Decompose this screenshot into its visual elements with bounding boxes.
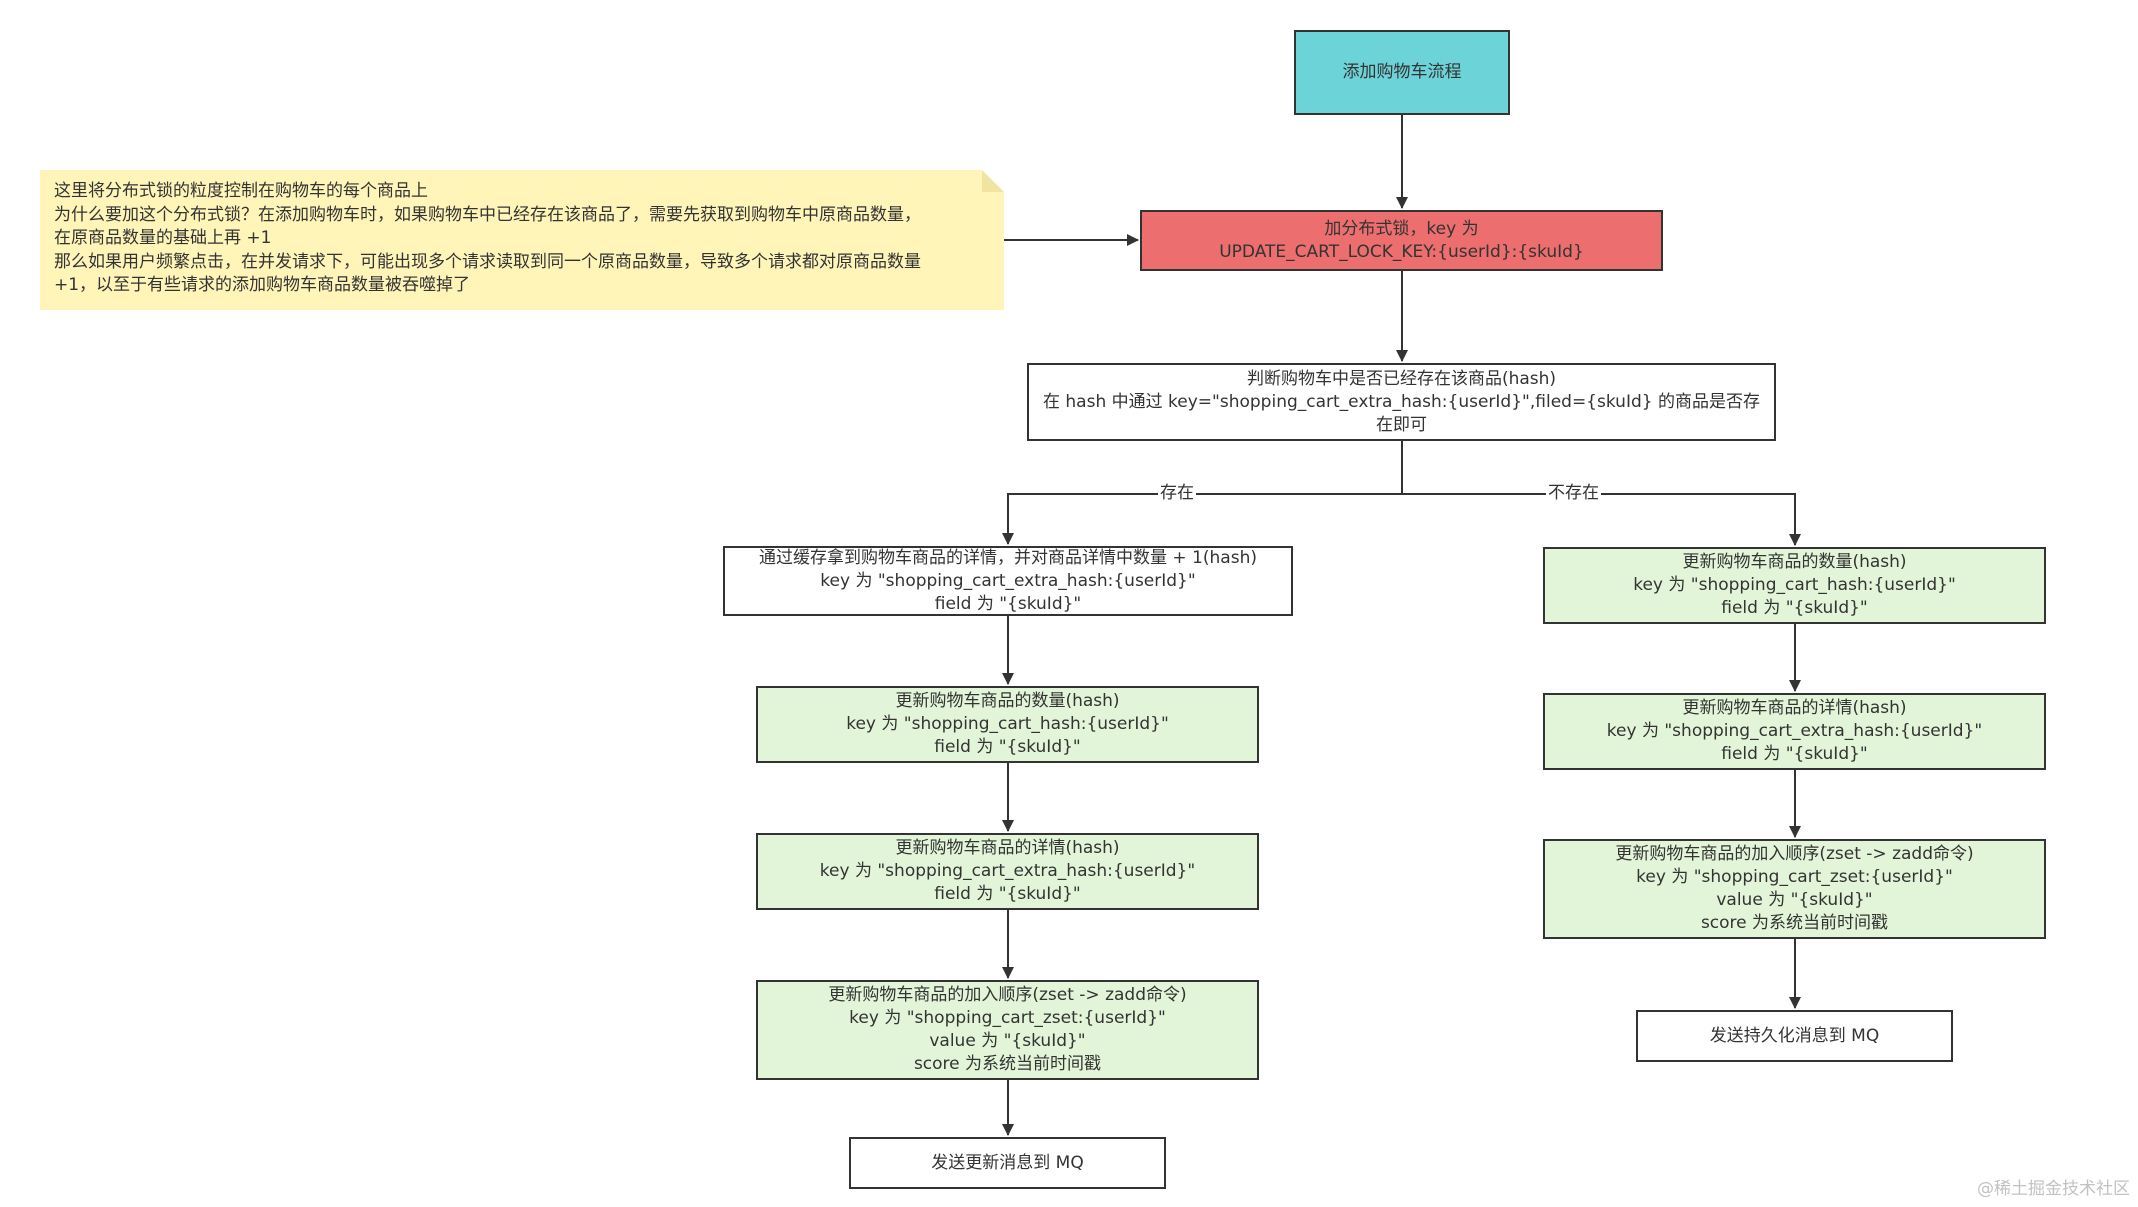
edge-label-exist: 存在 [1158,483,1196,503]
exist-update-order-node: 更新购物车商品的加入顺序(zset -> zadd命令) key 为 "shop… [756,980,1259,1080]
node-text: key 为 "shopping_cart_zset:{userId}" [1636,867,1953,887]
node-text: field 为 "{skuId}" [1721,744,1868,764]
note-line: 在原商品数量的基础上再 +1 [54,228,272,248]
note-line: 这里将分布式锁的粒度控制在购物车的每个商品上 [54,181,428,201]
node-text: 在 hash 中通过 key="shopping_cart_extra_hash… [1043,391,1760,412]
exist-update-count-node: 更新购物车商品的数量(hash) key 为 "shopping_cart_ha… [756,686,1259,763]
new-update-detail-node: 更新购物车商品的详情(hash) key 为 "shopping_cart_ex… [1543,693,2046,770]
node-text: value 为 "{skuId}" [1716,890,1873,910]
node-text: key 为 "shopping_cart_extra_hash:{userId}… [820,570,1196,591]
node-text: score 为系统当前时间戳 [913,1054,1102,1074]
node-text: key 为 "shopping_cart_hash:{userId}" [846,714,1169,734]
node-text: field 为 "{skuId}" [934,884,1081,904]
node-text: 更新购物车商品的加入顺序(zset -> zadd命令) [828,985,1187,1005]
exist-update-detail-node: 更新购物车商品的详情(hash) key 为 "shopping_cart_ex… [756,833,1259,910]
exist-send-mq-node: 发送更新消息到 MQ [849,1137,1166,1189]
watermark: @稀土掘金技术社区 [1977,1179,2130,1199]
node-text: 判断购物车中是否已经存在该商品(hash) [1246,368,1557,389]
node-text: 更新购物车商品的数量(hash) [895,691,1120,711]
edge-label-not-exist: 不存在 [1546,483,1601,503]
note-folded-corner-icon [982,170,1004,192]
node-text: field 为 "{skuId}" [1721,598,1868,618]
node-text: value 为 "{skuId}" [929,1031,1086,1051]
new-update-count-node: 更新购物车商品的数量(hash) key 为 "shopping_cart_ha… [1543,547,2046,624]
check-exists-node: 判断购物车中是否已经存在该商品(hash) 在 hash 中通过 key="sh… [1027,363,1776,441]
new-update-order-node: 更新购物车商品的加入顺序(zset -> zadd命令) key 为 "shop… [1543,839,2046,939]
edge-check-to-exist [1002,441,1403,545]
edge-check-to-new [1402,493,1801,546]
node-text: 更新购物车商品的详情(hash) [1682,698,1907,718]
node-text: 添加购物车流程 [1342,62,1462,82]
new-send-mq-node: 发送持久化消息到 MQ [1636,1010,1953,1062]
exist-get-detail-node: 通过缓存拿到购物车商品的详情，并对商品详情中数量 + 1(hash) key 为… [723,546,1293,616]
node-text: 通过缓存拿到购物车商品的详情，并对商品详情中数量 + 1(hash) [759,547,1257,568]
note-line: 那么如果用户频繁点击，在并发请求下，可能出现多个请求读取到同一个原商品数量，导致… [54,251,921,272]
node-text: key 为 "shopping_cart_extra_hash:{userId}… [819,861,1196,881]
note-line: +1，以至于有些请求的添加购物车商品数量被吞噬掉了 [54,275,471,295]
lock-node: 加分布式锁，key 为 UPDATE_CART_LOCK_KEY:{userId… [1140,210,1663,271]
note-line: 为什么要加这个分布式锁？在添加购物车时，如果购物车中已经存在该商品了，需要先获取… [54,204,921,225]
node-text: score 为系统当前时间戳 [1700,913,1889,933]
node-text: field 为 "{skuId}" [934,593,1082,614]
node-text: key 为 "shopping_cart_zset:{userId}" [849,1008,1166,1028]
node-text: 更新购物车商品的加入顺序(zset -> zadd命令) [1615,844,1974,864]
node-text: key 为 "shopping_cart_hash:{userId}" [1633,575,1956,595]
node-text: 发送持久化消息到 MQ [1709,1025,1880,1046]
node-text: 加分布式锁，key 为 [1324,218,1479,239]
node-text: 发送更新消息到 MQ [931,1152,1084,1173]
explanation-note: 这里将分布式锁的粒度控制在购物车的每个商品上 为什么要加这个分布式锁？在添加购物… [40,170,1004,310]
node-text: field 为 "{skuId}" [934,737,1081,757]
node-text: UPDATE_CART_LOCK_KEY:{userId}:{skuId} [1219,241,1584,262]
start-node: 添加购物车流程 [1294,30,1510,115]
node-text: 更新购物车商品的数量(hash) [1682,552,1907,572]
node-text: 在即可 [1376,414,1427,435]
node-text: 更新购物车商品的详情(hash) [895,838,1120,858]
node-text: key 为 "shopping_cart_extra_hash:{userId}… [1606,721,1983,741]
